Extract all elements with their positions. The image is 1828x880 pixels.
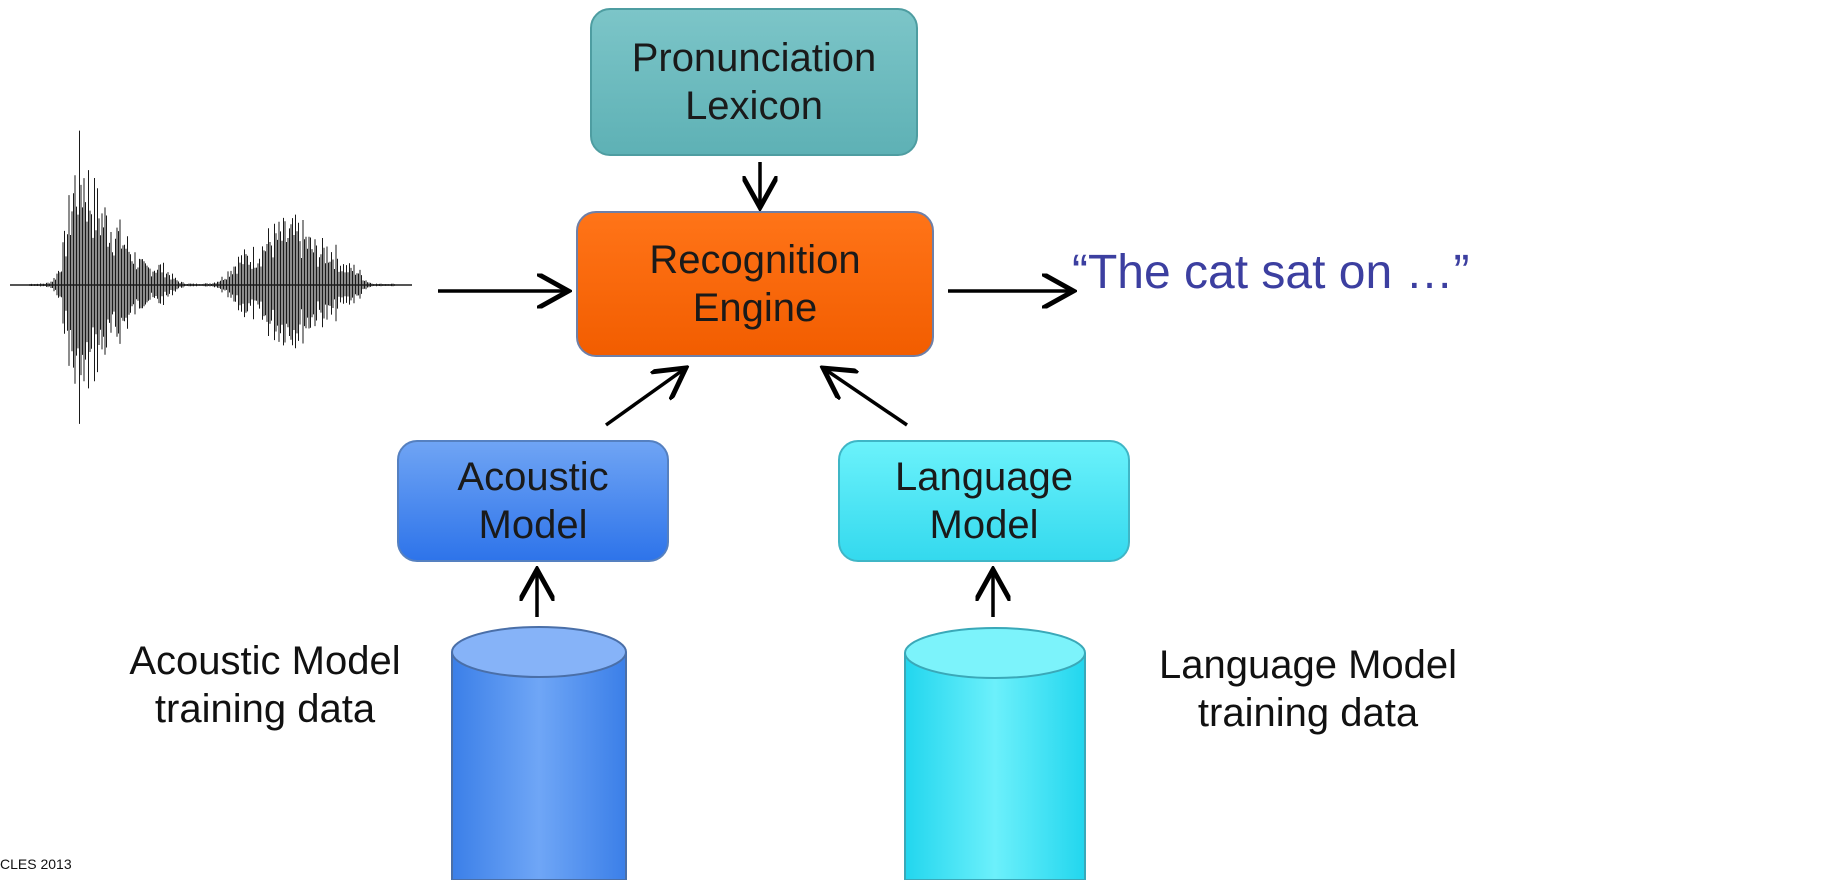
footer-text: CLES 2013	[0, 856, 72, 872]
am-caption-line-2: training data	[154, 687, 376, 731]
recognition-engine-box: Recognition Engine	[576, 211, 934, 357]
arrow-acoustic-to-engine	[604, 370, 683, 427]
engine-line-1: Recognition	[649, 238, 861, 282]
lexicon-line-1: Pronunciation	[631, 36, 877, 80]
language-training-data-caption: Language Model training data	[1108, 641, 1508, 737]
acoustic-training-data-database-icon	[451, 626, 627, 880]
lexicon-line-2: Lexicon	[685, 84, 823, 128]
language-line-1: Language	[895, 455, 1073, 499]
acoustic-model-box: Acoustic Model	[397, 440, 669, 562]
speech-waveform-icon	[10, 130, 412, 424]
arrow-language-to-engine	[826, 370, 908, 427]
recognized-output-text: “The cat sat on …”	[1072, 246, 1470, 299]
language-training-data-database-icon	[904, 627, 1086, 880]
am-caption-line-1: Acoustic Model	[129, 639, 401, 683]
waveform-signal	[29, 130, 395, 424]
engine-line-2: Engine	[692, 286, 818, 330]
pronunciation-lexicon-box: Pronunciation Lexicon	[590, 8, 918, 156]
acoustic-line-1: Acoustic	[457, 455, 609, 499]
acoustic-line-2: Model	[478, 503, 588, 547]
lm-caption-line-1: Language Model	[1158, 643, 1458, 687]
acoustic-training-data-caption: Acoustic Model training data	[80, 637, 450, 733]
arrows	[438, 162, 1070, 617]
lm-caption-line-2: training data	[1197, 691, 1419, 735]
language-line-2: Model	[929, 503, 1039, 547]
language-model-box: Language Model	[838, 440, 1130, 562]
